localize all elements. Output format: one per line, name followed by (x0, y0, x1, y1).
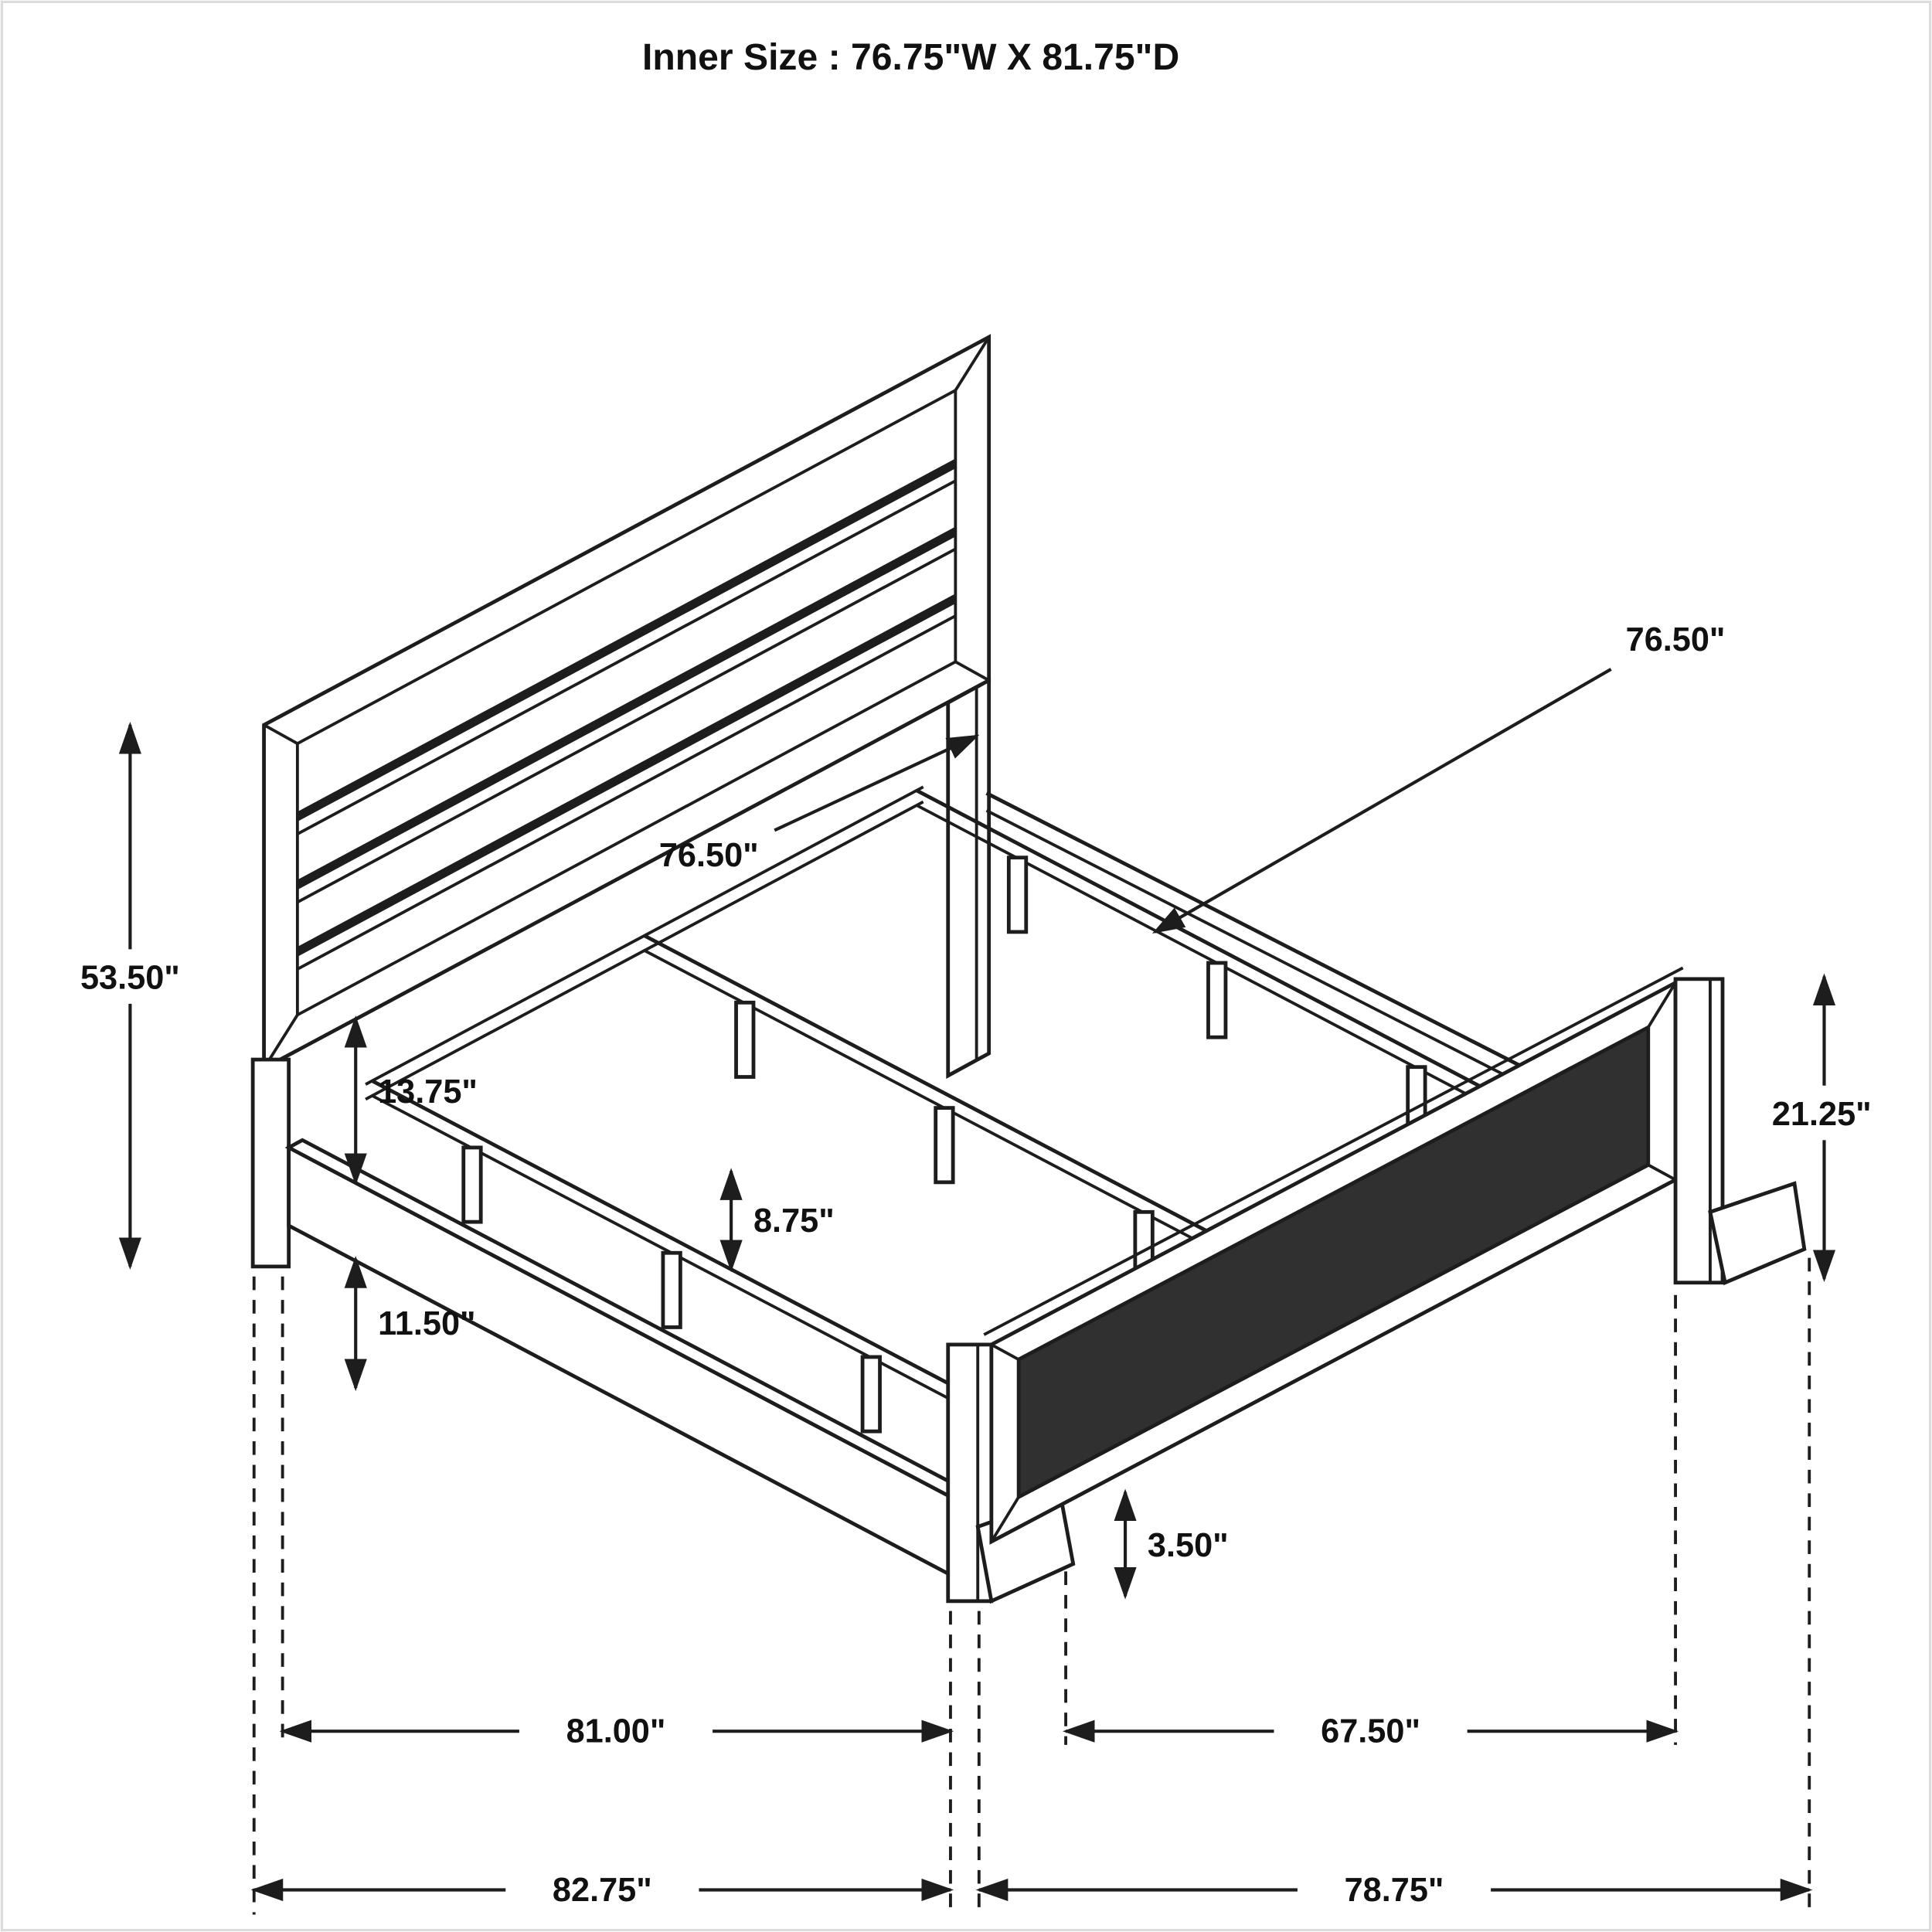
diagram-title: Inner Size : 76.75"W X 81.75"D (642, 36, 1179, 78)
footboard-inner-panel (1016, 1024, 1651, 1501)
label-background (1297, 1861, 1492, 1917)
headboard-slat-bevel (296, 479, 957, 835)
footboard-top-cap (983, 966, 1684, 1336)
dimension-label: 21.25" (1772, 1096, 1872, 1133)
support-rail (916, 788, 1583, 1142)
label-background (1274, 1702, 1468, 1757)
support-rail (370, 1079, 1039, 1432)
support-leg (734, 1000, 756, 1079)
support-leg (661, 1250, 682, 1329)
dim-support-rail-length-top: 76.50" (1151, 621, 1726, 934)
headboard-left-post (250, 1057, 291, 1269)
dimension-label: 78.75" (1345, 1872, 1444, 1909)
dimension-label: 81.00" (566, 1713, 666, 1750)
dim-side-rail-height: 11.50" (344, 1256, 476, 1392)
dim-support-leg-height: 8.75" (719, 1168, 835, 1273)
leader-arrow (1151, 668, 1612, 934)
headboard-slat-gap (297, 458, 956, 822)
label-background (505, 1861, 699, 1917)
dimension-label: 76.50" (1626, 621, 1726, 658)
label-background (519, 1702, 713, 1757)
dim-support-rail-length-inner: 76.50" (659, 734, 980, 874)
leader-arrow (774, 734, 980, 832)
headboard-miter (263, 723, 298, 745)
support-leg (461, 1145, 483, 1224)
headboard-miter (954, 336, 991, 392)
dim-footboard-overall-width: 78.75" (975, 1861, 1813, 1917)
dim-headboard-bottom-to-rail: 13.75" (344, 1015, 478, 1185)
dim-headboard-height: 53.50" (69, 721, 191, 1270)
headboard-slat-gap (297, 526, 956, 890)
dim-footboard-inner-width: 67.50" (1062, 1702, 1679, 1757)
footboard-right-foot (1708, 1181, 1807, 1286)
footboard-miter (1647, 1163, 1676, 1182)
support-leg (1006, 855, 1029, 934)
dim-footboard-height: 21.25" (1754, 973, 1894, 1283)
footboard (946, 966, 1807, 1604)
headboard-miter (954, 660, 990, 682)
dimension-label: 11.50" (378, 1305, 475, 1342)
headboard (250, 334, 992, 1269)
bed-frame-drawing (250, 334, 1807, 1604)
label-background (1754, 1085, 1894, 1141)
dim-side-length-inner: 81.00" (279, 1702, 954, 1757)
dimension-label: 13.75" (378, 1073, 478, 1111)
dimension-label: 76.50" (659, 837, 759, 874)
dimension-label: 8.75" (753, 1202, 835, 1240)
footboard-miter (990, 1343, 1020, 1361)
headboard-slat-bevel (296, 614, 957, 971)
support-leg (1206, 961, 1228, 1039)
support-leg (860, 1355, 882, 1434)
dim-foot-height: 3.50" (1114, 1488, 1229, 1600)
dimension-label: 82.75" (553, 1872, 652, 1909)
footboard-miter (1647, 981, 1677, 1029)
dimension-label: 67.50" (1321, 1713, 1420, 1750)
label-background (69, 949, 191, 1004)
headboard-slat-gap (297, 594, 956, 957)
dim-side-length-overall: 82.75" (250, 1861, 954, 1917)
headboard-slat-bevel (296, 547, 957, 904)
support-rail (643, 934, 1311, 1287)
extension-lines (252, 1257, 1811, 1915)
dimension-label: 53.50" (80, 960, 180, 997)
support-leg (934, 1106, 955, 1185)
footboard-miter (990, 1496, 1020, 1543)
dimension-label: 3.50" (1148, 1527, 1229, 1564)
